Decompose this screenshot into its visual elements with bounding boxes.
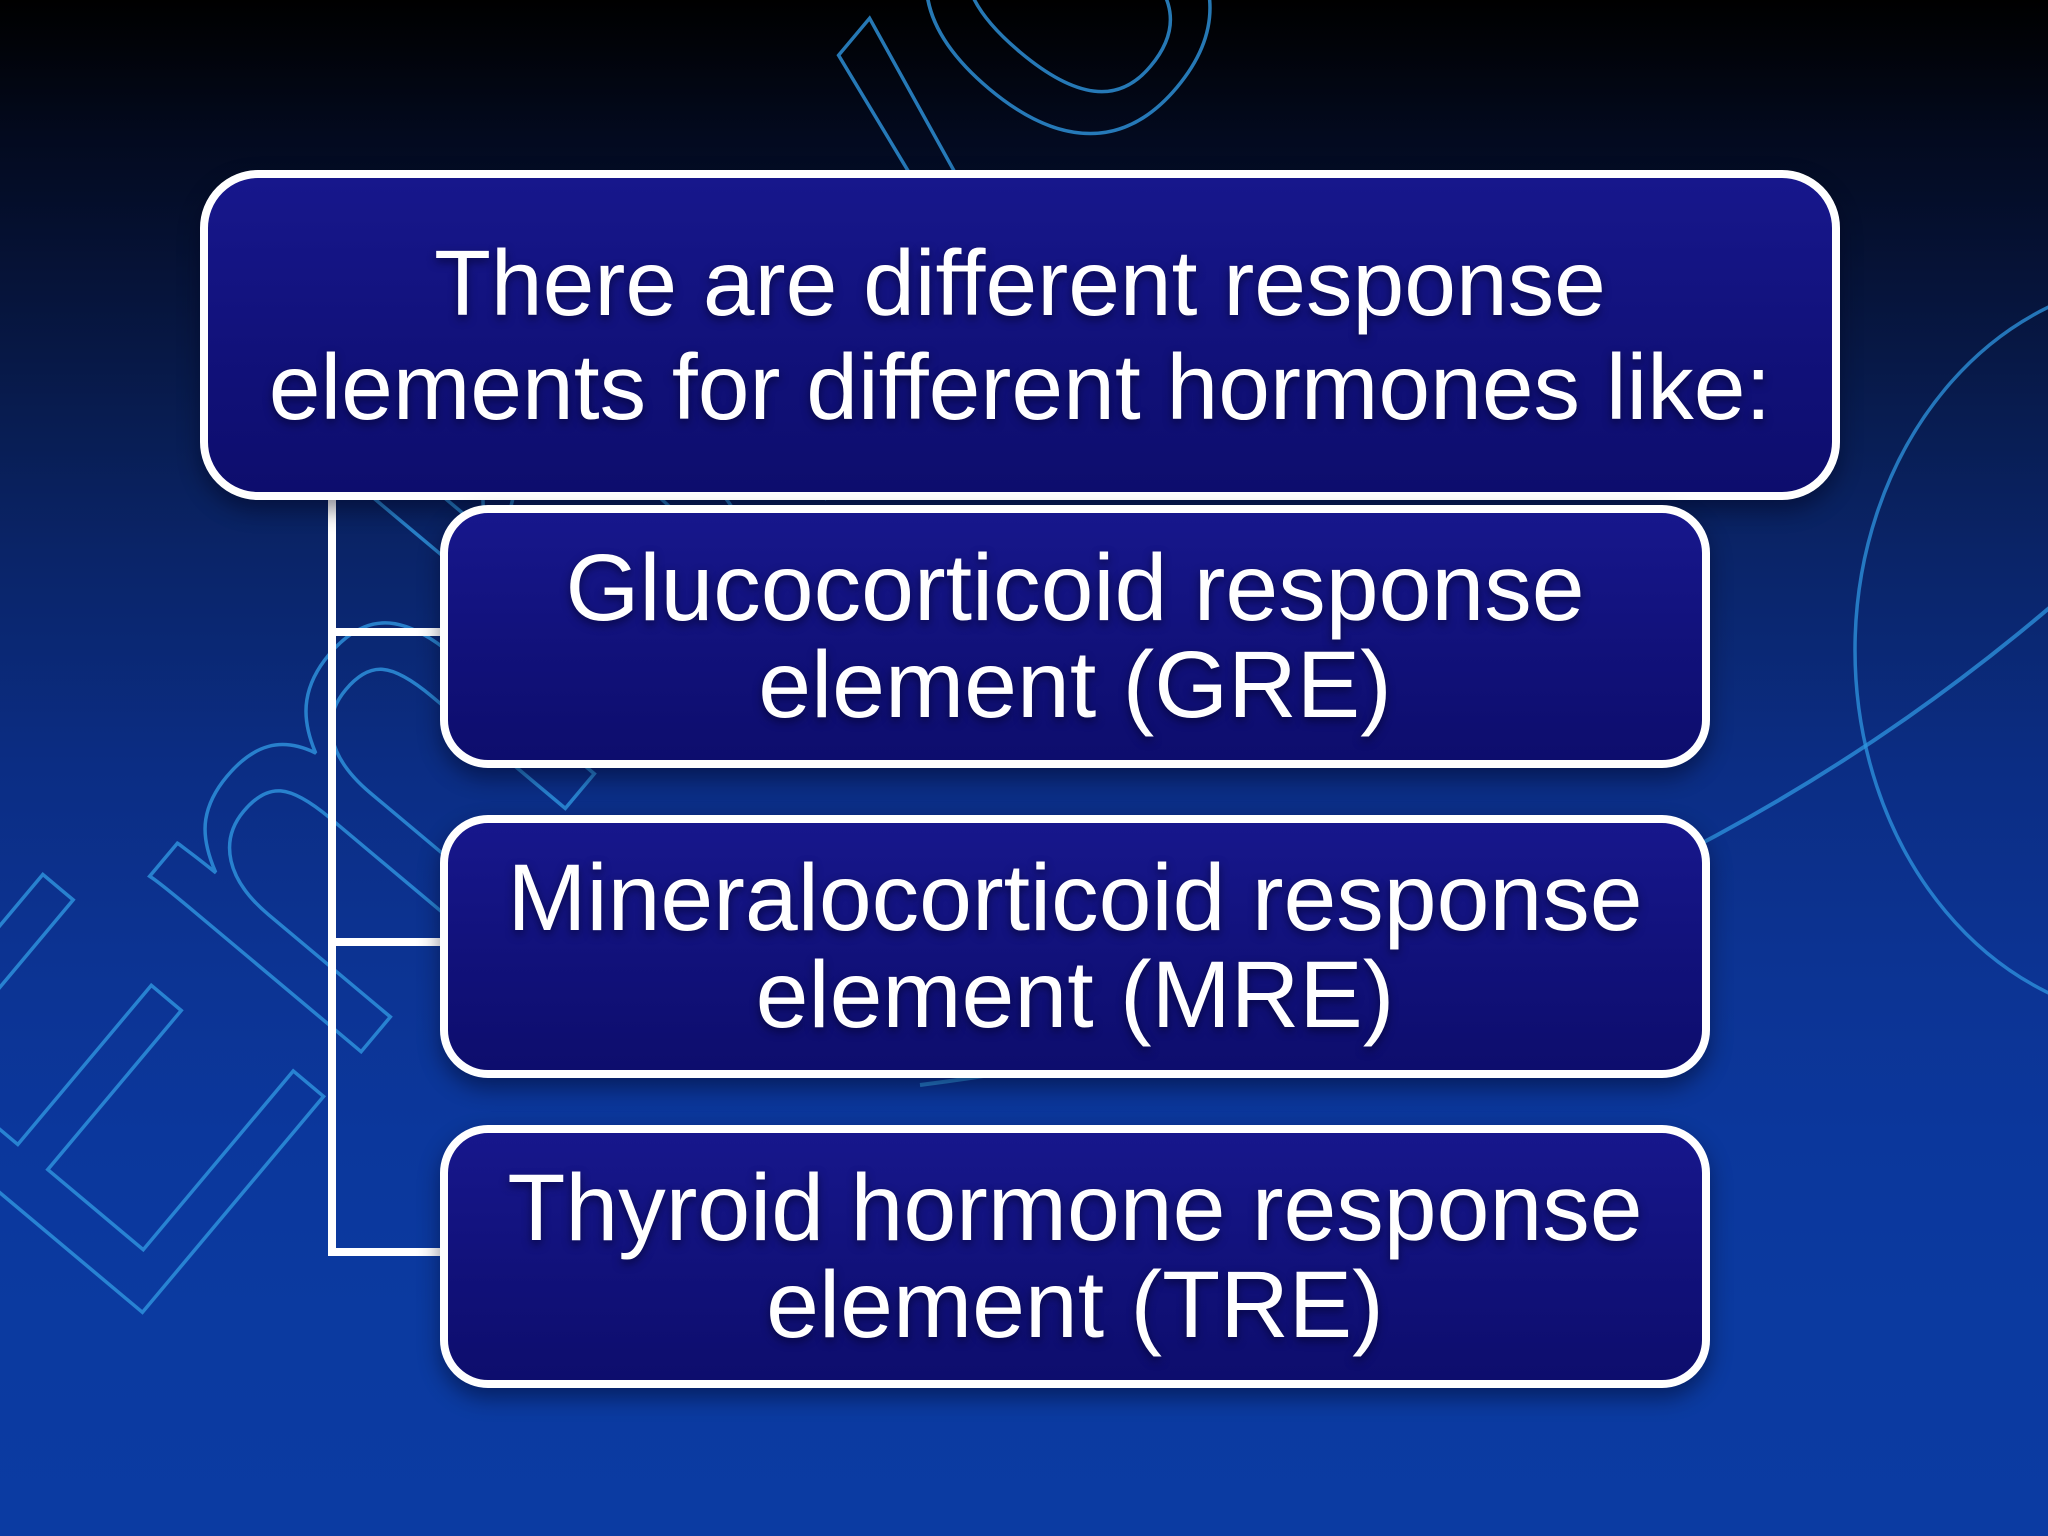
watermark-ellipse-icon (1853, 305, 2048, 995)
connector-trunk (328, 500, 336, 1256)
connector-stub-gre (332, 628, 440, 636)
title-text: There are different response elements fo… (268, 230, 1772, 439)
connector-stub-mre (332, 938, 440, 946)
item-text-tre: Thyroid hormone response element (TRE) (507, 1154, 1643, 1358)
item-box-gre: Glucocorticoid response element (GRE) (440, 505, 1710, 768)
title-box: There are different response elements fo… (200, 170, 1840, 500)
item-text-gre: Glucocorticoid response element (GRE) (565, 534, 1585, 738)
connector-stub-tre (332, 1248, 440, 1256)
item-text-mre: Mineralocorticoid response element (MRE) (507, 844, 1643, 1048)
item-box-mre: Mineralocorticoid response element (MRE) (440, 815, 1710, 1078)
item-box-tre: Thyroid hormone response element (TRE) (440, 1125, 1710, 1388)
